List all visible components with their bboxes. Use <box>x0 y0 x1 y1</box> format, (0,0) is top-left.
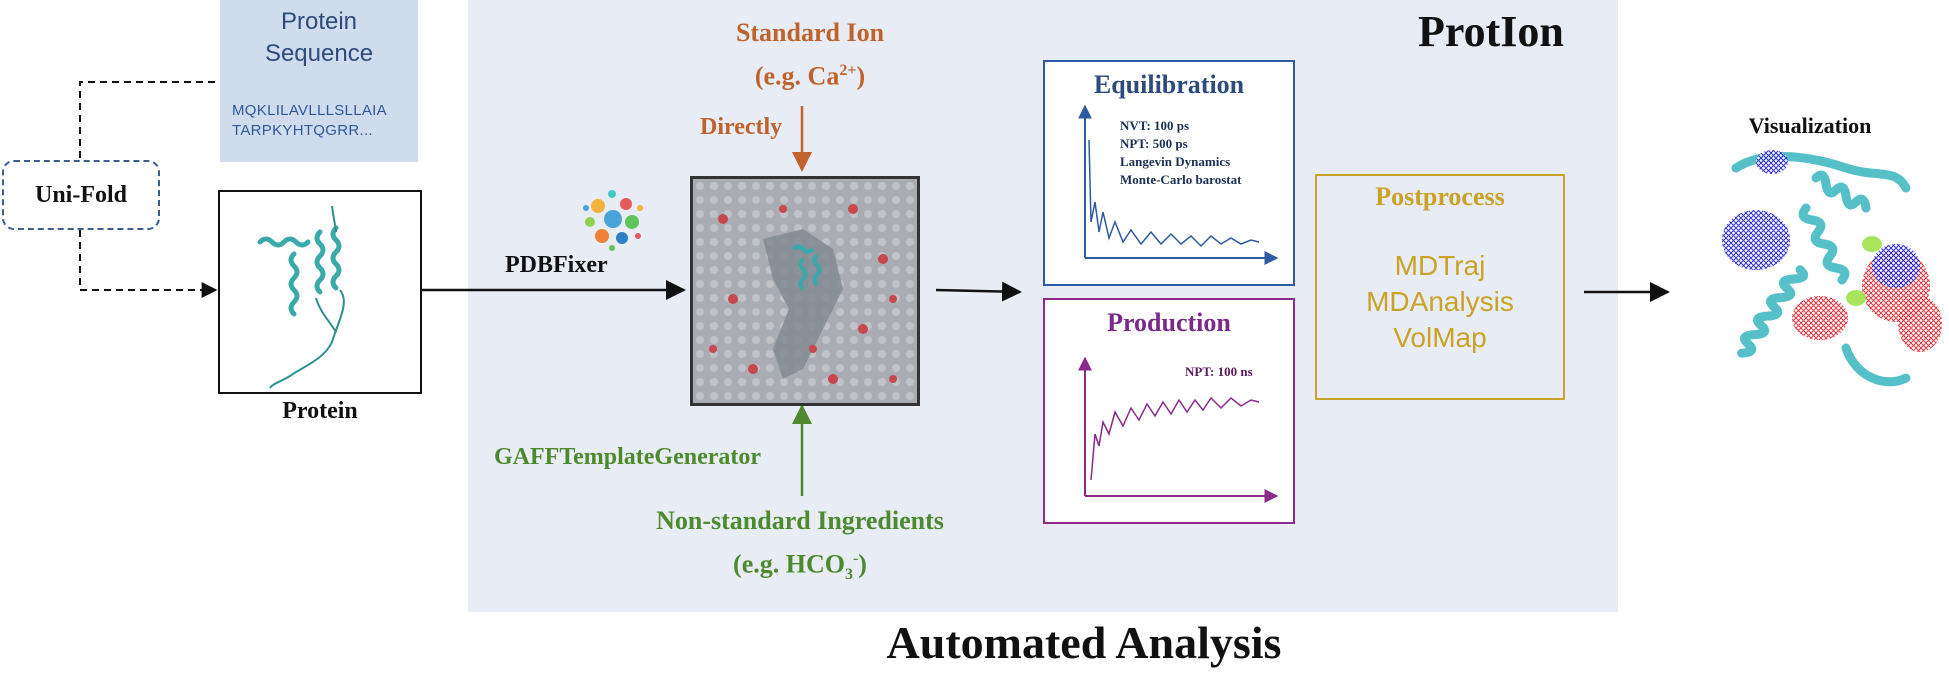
eq-param-npt: NPT: 500 ps <box>1120 136 1188 151</box>
postprocess-box <box>1315 174 1565 400</box>
standard-ion-close: ) <box>856 61 866 91</box>
nonstandard-subscript: 3 <box>844 565 853 583</box>
sequence-title-line1: Protein <box>280 8 358 35</box>
solvated-system-image <box>690 176 920 406</box>
visualization-title: Visualization <box>1748 113 1872 138</box>
directly-label: Directly <box>700 114 783 140</box>
nonstandard-charge: - <box>852 550 859 567</box>
tool-mdtraj: MDTraj <box>1394 250 1486 281</box>
solvated-system-graphic <box>693 179 917 403</box>
visualization-image <box>1722 150 1942 387</box>
eq-param-nvt: NVT: 100 ps <box>1120 118 1190 133</box>
standard-ion-charge: 2+ <box>839 62 857 79</box>
dashed-to-protein <box>79 230 218 298</box>
protein-ribbon-image <box>257 205 345 389</box>
protein-structure-box <box>218 190 422 394</box>
protein-label: Protein <box>282 398 358 424</box>
arrow-system-to-md <box>935 281 1022 302</box>
nonstandard-example: (e.g. HCO3-) <box>610 540 990 594</box>
equilibration-title: Equilibration <box>1093 70 1245 99</box>
sequence-line-2: TARPKYHTQGRR... <box>232 122 373 139</box>
automated-analysis-title: Automated Analysis <box>886 617 1282 668</box>
unifold-label: Uni-Fold <box>34 181 127 208</box>
eq-param-barostat: Monte-Carlo barostat <box>1120 172 1242 187</box>
equilibration-plot <box>1078 104 1279 265</box>
equilibration-box <box>1043 60 1295 286</box>
production-box <box>1043 298 1295 524</box>
sequence-line-1: MQKLILAVLLLSLLAIA <box>232 102 387 119</box>
standard-ion-example: (e.g. Ca2+) <box>690 52 930 96</box>
production-params: NPT: 100 ns <box>1185 364 1253 379</box>
pdbfixer-label: PDBFixer <box>505 252 608 278</box>
standard-ion-example-text: (e.g. Ca <box>754 61 840 91</box>
unifold-node: Uni-Fold <box>2 160 160 230</box>
nonstandard-line1: Non-standard Ingredients <box>656 506 944 535</box>
standard-ion-label: Standard Ion (e.g. Ca2+) <box>690 14 930 96</box>
production-plot <box>1078 356 1279 503</box>
nonstandard-example-text: (e.g. HCO <box>733 549 845 579</box>
pdbfixer-logo-icon <box>583 190 643 251</box>
equilibration-params: NVT: 100 ps NPT: 500 ps Langevin Dynamic… <box>1120 117 1241 189</box>
eq-param-langevin: Langevin Dynamics <box>1120 154 1231 169</box>
sequence-title-line2: Sequence <box>264 40 374 67</box>
protein-sequence-box <box>220 0 418 162</box>
standard-ion-line1: Standard Ion <box>735 18 885 47</box>
gaff-template-generator-label: GAFFTemplateGenerator <box>494 444 762 470</box>
tool-volmap: VolMap <box>1393 322 1487 353</box>
nonstandard-close: ) <box>858 549 867 579</box>
protein-sequence-title: Protein Sequence <box>220 6 418 70</box>
nonstandard-ingredients-label: Non-standard Ingredients (e.g. HCO3-) <box>610 502 990 594</box>
dashed-to-sequence <box>79 81 220 158</box>
postprocess-title: Postprocess <box>1375 182 1505 211</box>
protion-title: ProtIon <box>1418 7 1564 56</box>
production-title: Production <box>1107 308 1231 337</box>
tool-mdanalysis: MDAnalysis <box>1366 286 1514 317</box>
